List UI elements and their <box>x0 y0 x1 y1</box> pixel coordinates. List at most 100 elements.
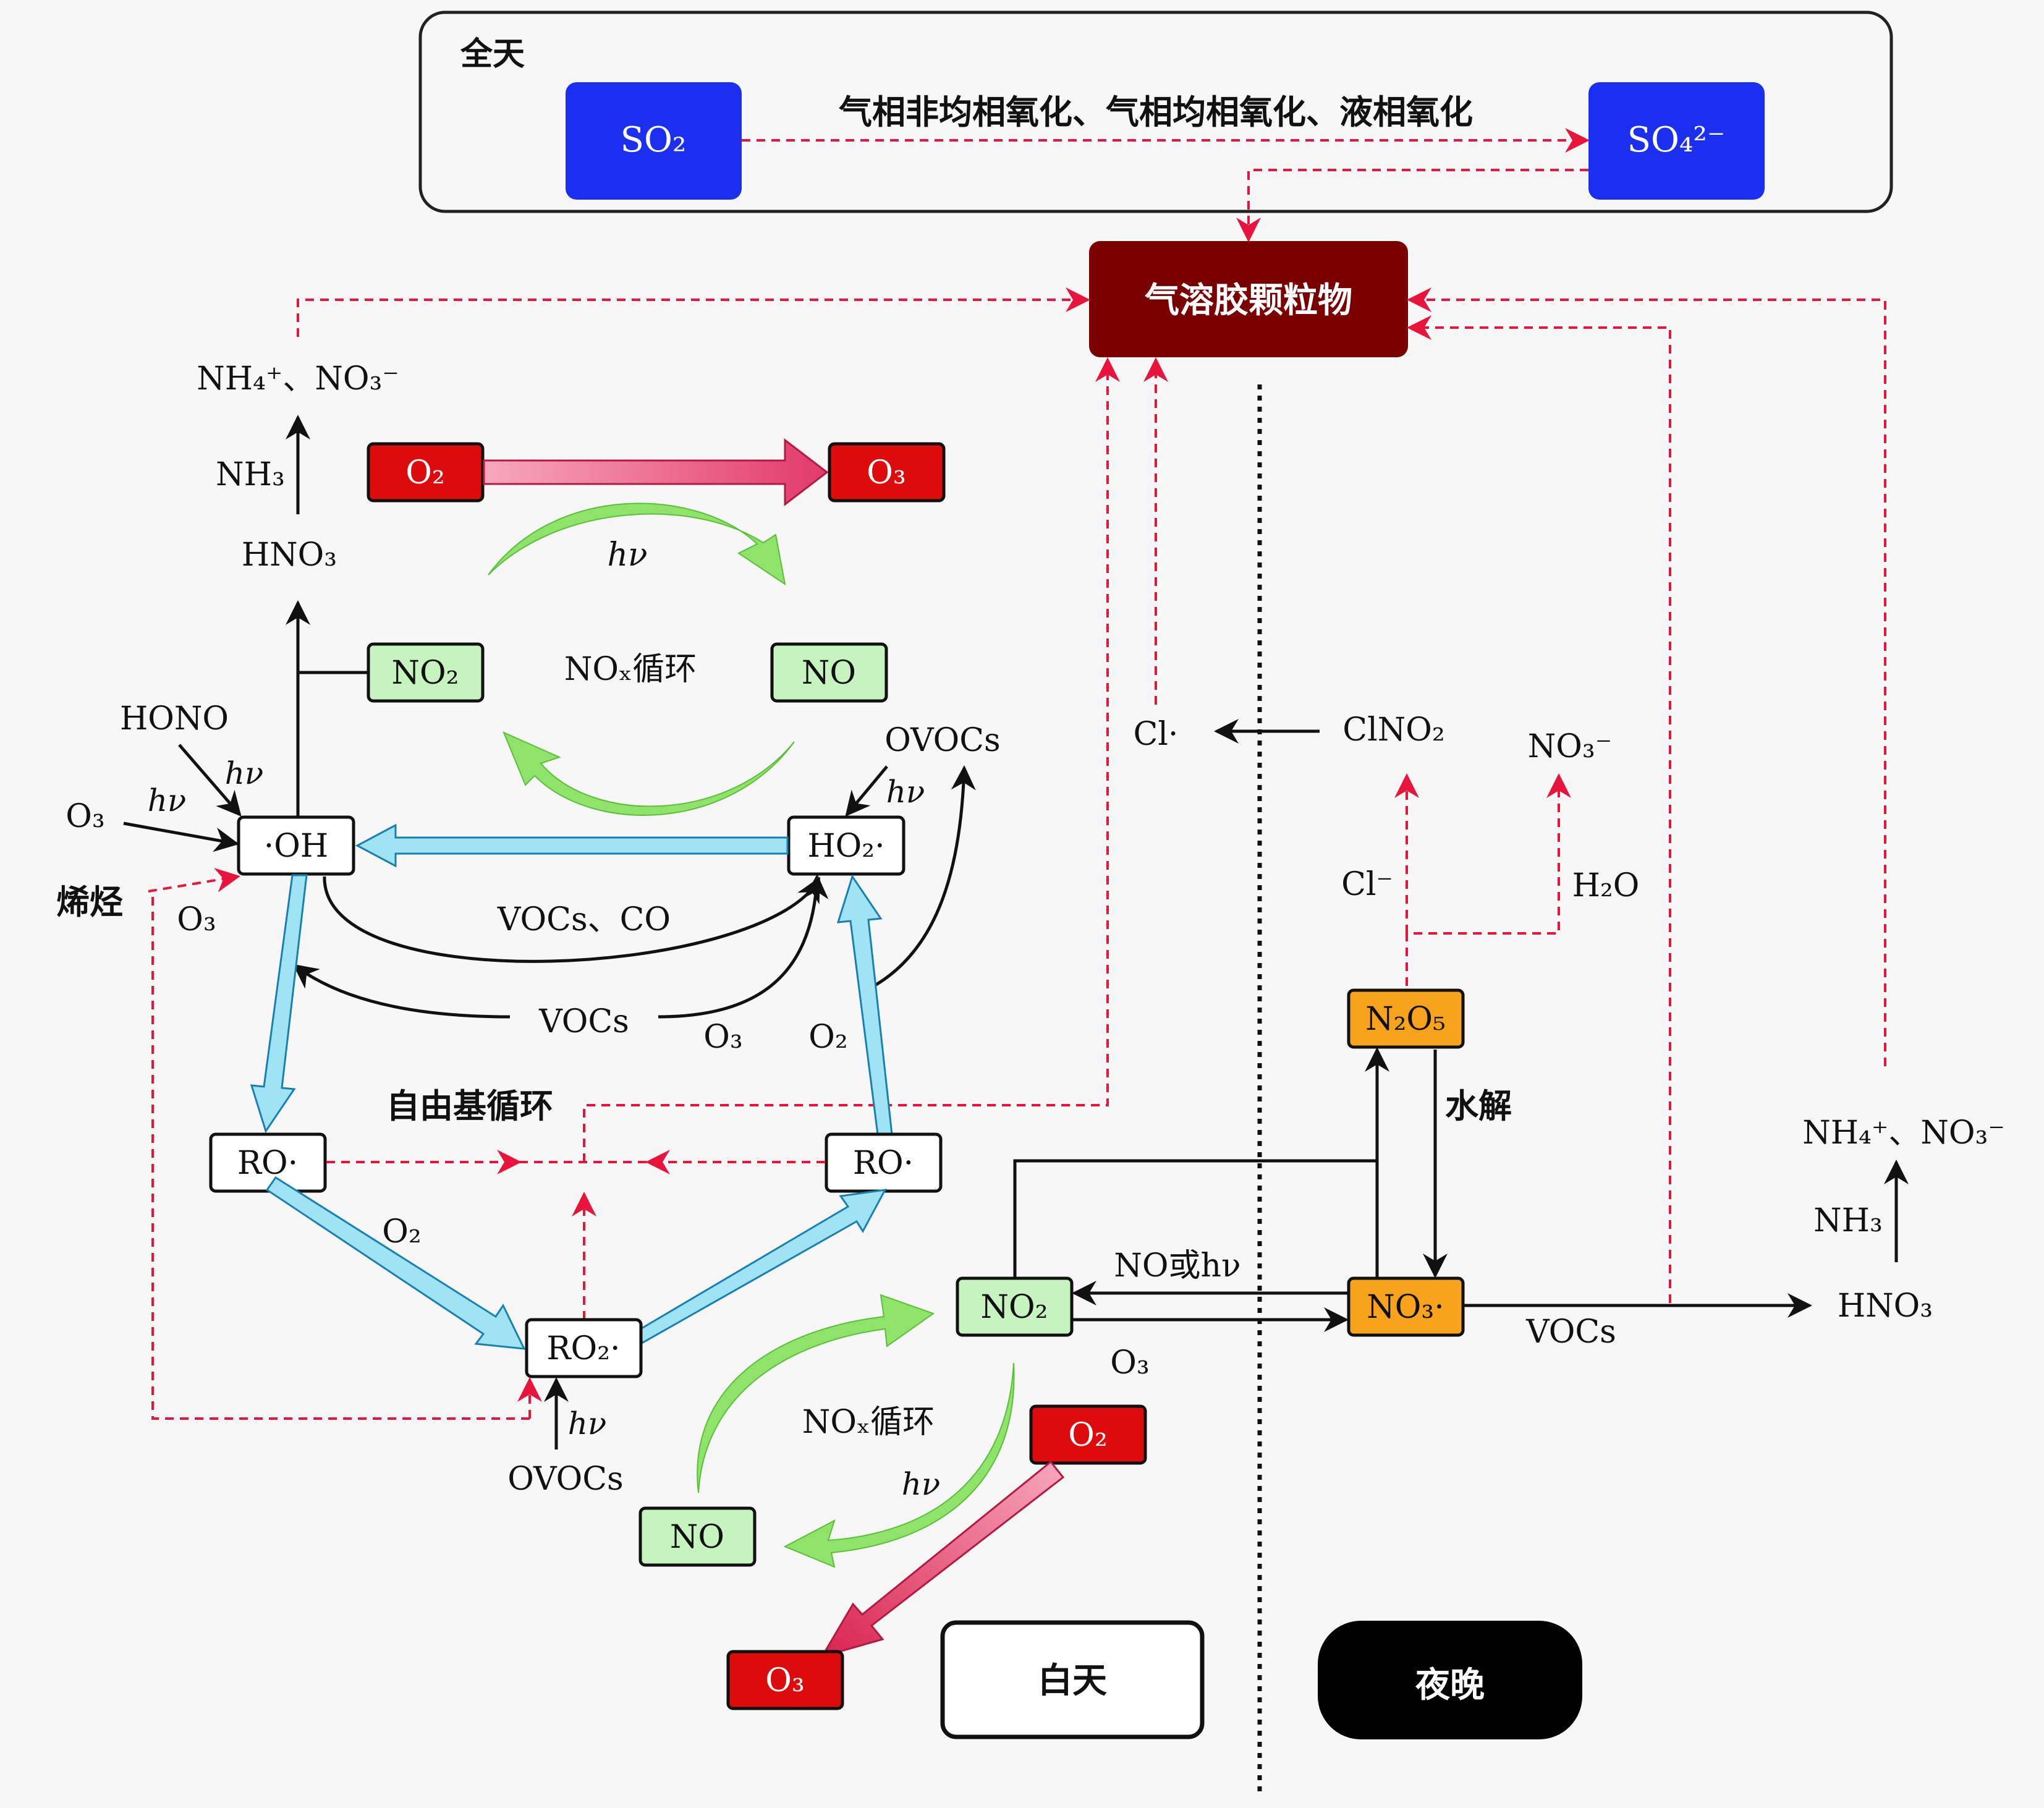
o3-oh-label: O₃ <box>66 798 104 835</box>
so4-to-aerosol-arrow <box>1236 169 1588 242</box>
aerosol-label: 气溶胶颗粒物 <box>1145 281 1352 321</box>
n2o5-label: N₂O₅ <box>1365 1001 1446 1038</box>
nox-cycle-bottom: NOₓ循环 <box>802 1404 935 1441</box>
left-ammonium-to-aerosol-arrow <box>297 287 1090 337</box>
ho2-to-oh-arrow <box>355 823 789 868</box>
ro2-to-ro-arrow <box>634 1189 887 1344</box>
ho2-box <box>787 815 905 876</box>
nox-cycle-top-arrow-lower <box>503 731 795 816</box>
o2-lower-label: O₂ <box>382 1213 421 1250</box>
o3-top-box <box>828 442 946 503</box>
nh4-no3-left: NH₄⁺、NO₃⁻ <box>197 360 399 397</box>
nox-cycle-top: NOₓ循环 <box>564 651 697 688</box>
o3-alkene-label: O₃ <box>177 901 216 938</box>
no-bottom-box <box>638 1506 757 1567</box>
so4-box <box>1588 82 1765 200</box>
alkene-to-oh-arrow <box>148 868 240 893</box>
ro-to-ho2-arrow <box>836 874 893 1135</box>
ro2-to-alkene-dashed-line <box>151 891 530 1420</box>
ro-to-ro2-arrow <box>265 1176 526 1350</box>
ro-right-label: RO· <box>853 1145 914 1182</box>
oh-to-ro-arrow <box>250 874 308 1134</box>
no-or-hv-label: NO或hν <box>1114 1247 1240 1284</box>
nh4-no3-right: NH₄⁺、NO₃⁻ <box>1802 1114 2005 1152</box>
nox-cycle-top-arrow-upper <box>488 503 786 586</box>
nox-cycle-bottom-arrow-lower <box>783 1362 1015 1568</box>
hno3-right: HNO₃ <box>1838 1288 1933 1325</box>
n2o5-to-products-dashed <box>1406 865 1560 986</box>
hv-bottom: hν <box>902 1466 941 1502</box>
all-day-title: 全天 <box>460 36 525 73</box>
day-legend-box <box>940 1620 1205 1739</box>
o2-top-box <box>367 442 485 503</box>
o2-bottom-box <box>1029 1404 1147 1465</box>
o2-top-label: O₂ <box>405 454 444 491</box>
n2o5-box <box>1347 988 1465 1049</box>
o3-no3-label: O₃ <box>1110 1344 1149 1381</box>
night-legend-box <box>1318 1621 1582 1739</box>
hv-o3: hν <box>148 783 187 818</box>
clno2-label: ClNO₂ <box>1342 711 1444 749</box>
cl-radical-label: Cl· <box>1134 716 1179 753</box>
radical-to-aerosol-arrow <box>583 357 1120 1162</box>
hv-top: hν <box>607 537 647 574</box>
aerosol-box <box>1089 241 1408 357</box>
cl-ion-label: Cl⁻ <box>1341 866 1393 903</box>
vocs-co-label: VOCs、CO <box>497 901 671 938</box>
o3-bottom-label: O₃ <box>765 1662 804 1699</box>
no-top-label: NO <box>802 655 856 692</box>
all-day-panel <box>418 11 1893 213</box>
ro-to-ovocs-curve-arrow <box>867 765 976 991</box>
alkene-label: 烯烃 <box>56 883 123 922</box>
hydrolysis-label: 水解 <box>1445 1087 1512 1126</box>
vocs-co-curve-arrow <box>323 876 821 963</box>
no-bottom-label: NO <box>670 1519 724 1556</box>
oh-label: ·OH <box>264 828 329 865</box>
vocs-no3-label: VOCs <box>1525 1314 1616 1351</box>
o3-mid-label: O₃ <box>703 1019 742 1056</box>
h2o-label: H₂O <box>1572 867 1640 904</box>
night-legend-label: 夜晚 <box>1415 1665 1485 1705</box>
right-ammonium-to-aerosol-arrow <box>1407 287 1886 1066</box>
nox-cycle-bottom-arrow-upper <box>697 1294 935 1493</box>
o3-top-label: O₃ <box>867 454 905 491</box>
hv-hono: hν <box>225 755 264 791</box>
so2-label: SO₂ <box>621 120 687 160</box>
ovocs-bottom-label: OVOCs <box>507 1461 623 1498</box>
nh3-right: NH₃ <box>1813 1202 1883 1239</box>
no2-top-label: NO₂ <box>392 655 459 692</box>
no-top-box <box>770 642 888 703</box>
ho2-label: HO₂· <box>807 828 884 865</box>
vocs-mid-label: VOCs <box>538 1003 629 1040</box>
ro2-box <box>525 1318 643 1378</box>
no3-to-aerosol-arrow <box>1407 315 1671 1303</box>
o2-to-o3-bottom-arrow <box>820 1460 1065 1658</box>
radical-cycle-label: 自由基循环 <box>386 1087 553 1126</box>
hv-ovocs: hν <box>886 774 925 810</box>
o2-mid-label: O₂ <box>808 1019 847 1056</box>
hono-to-oh-arrow <box>178 744 242 817</box>
hono-label: HONO <box>120 700 229 737</box>
vocs-to-ho2-curve-arrow <box>658 874 829 1019</box>
o3-to-oh-arrow <box>123 821 239 852</box>
hv-ro2: hν <box>568 1406 607 1441</box>
so4-label: SO₄²⁻ <box>1627 120 1726 160</box>
o2-bottom-label: O₂ <box>1068 1417 1107 1454</box>
ro2-label: RO₂· <box>546 1330 620 1367</box>
ovocs-to-ho2-arrow <box>845 765 888 817</box>
sulfur-oxidation-process: 气相非均相氧化、气相均相氧化、液相氧化 <box>839 93 1473 132</box>
hno3-left: HNO₃ <box>242 537 337 574</box>
no3-ion-label: NO₃⁻ <box>1528 728 1612 765</box>
vocs-to-oh-curve-arrow <box>292 964 511 1019</box>
o2-to-o3-top-arrow <box>483 438 829 507</box>
no2-to-n2o5-line <box>1013 1159 1377 1278</box>
ovocs-top-label: OVOCs <box>884 722 1000 759</box>
ro-left-label: RO· <box>237 1145 298 1182</box>
day-legend-label: 白天 <box>1038 1661 1107 1701</box>
no2-bottom-label: NO₂ <box>981 1289 1048 1326</box>
so2-box <box>566 82 742 200</box>
nh3-left: NH₃ <box>216 456 285 493</box>
o3-bottom-box <box>726 1650 844 1710</box>
no3-label: NO₃· <box>1367 1289 1444 1326</box>
